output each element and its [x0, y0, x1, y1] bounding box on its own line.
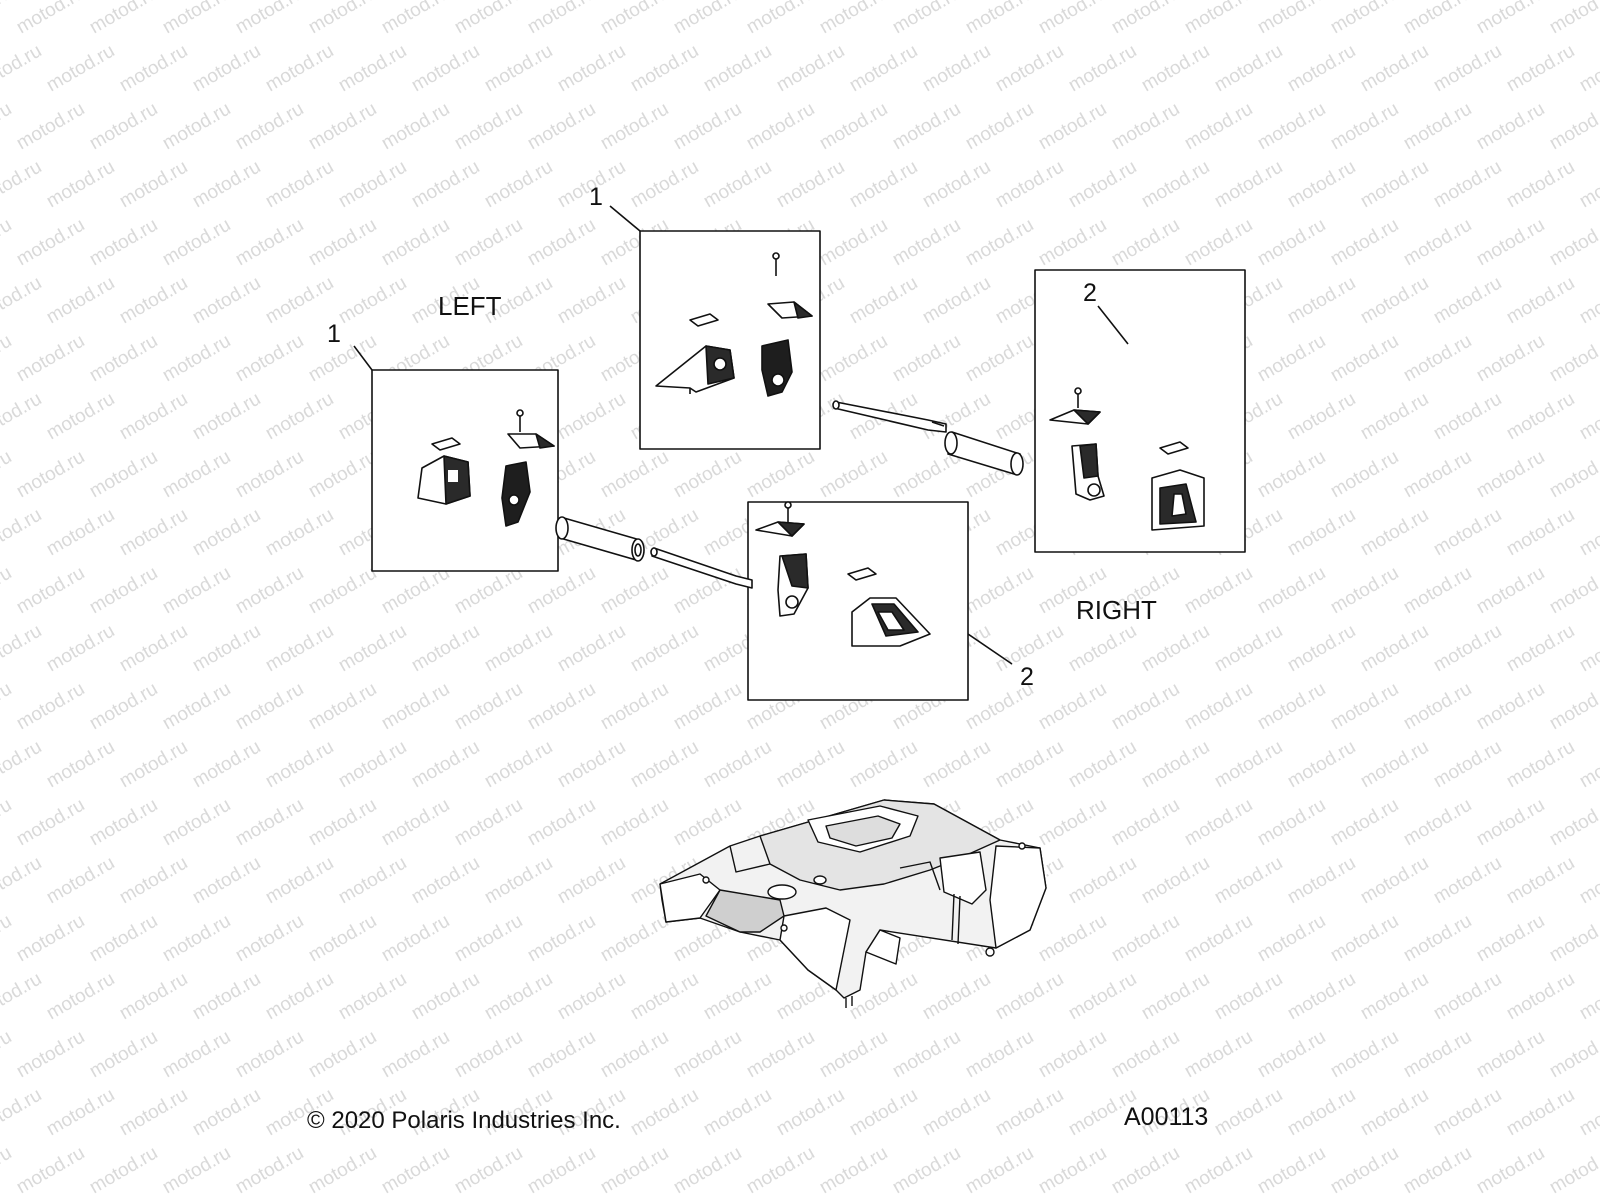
leader-line-right-2 — [1097, 305, 1129, 345]
leader-line-left-1 — [353, 345, 373, 371]
bottom-tube — [559, 517, 641, 561]
top-bracket-box — [639, 230, 821, 450]
copyright-text: © 2020 Polaris Industries Inc. — [307, 1107, 621, 1134]
callout-right-bracket: 2 — [1083, 279, 1097, 307]
left-bracket-group — [371, 369, 559, 572]
top-lever-part — [761, 339, 793, 397]
leader-line-bottom-2 — [967, 633, 1013, 665]
top-bracket-group — [639, 230, 821, 450]
right-bracket-group — [1034, 269, 1246, 553]
top-shaft-group — [832, 400, 1024, 476]
top-shaft — [833, 401, 947, 433]
left-side-label: LEFT — [438, 291, 502, 321]
leader-line-top-1 — [609, 205, 641, 232]
bottom-shaft-group — [555, 516, 753, 589]
callout-left-bracket: 1 — [327, 320, 341, 348]
right-bracket-box — [1034, 269, 1246, 553]
top-tube — [947, 431, 1021, 475]
frame-assembly — [659, 799, 1047, 1008]
right-side-label: RIGHT — [1076, 595, 1157, 625]
callout-top-bracket: 1 — [589, 183, 603, 211]
bottom-bracket-group — [747, 501, 969, 701]
callout-bottom-bracket: 2 — [1020, 663, 1034, 691]
diagram-id: A00113 — [1124, 1103, 1209, 1131]
left-lever-part — [501, 461, 531, 527]
bottom-shaft — [651, 547, 753, 589]
